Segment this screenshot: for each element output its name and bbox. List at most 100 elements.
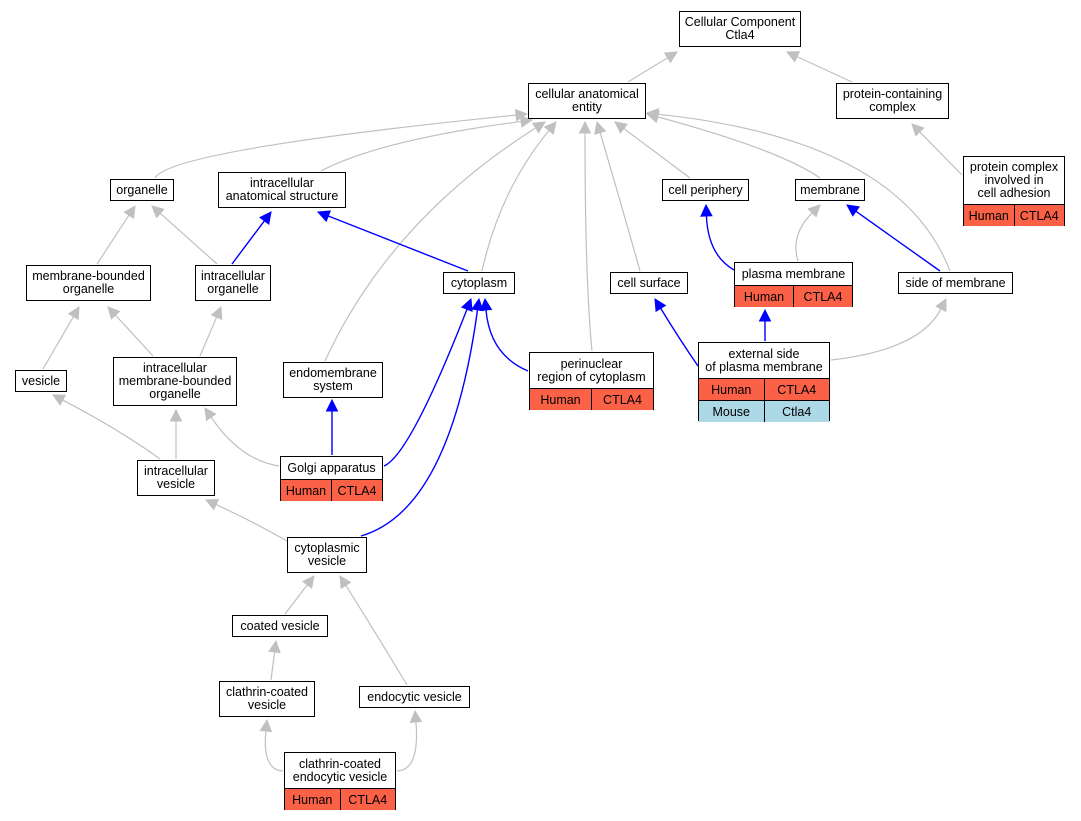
- arrowhead-external-side-plasma-membrane-to-cell-surface: [654, 298, 667, 313]
- arrowhead-intracellular-vesicle-to-intracellular-membrane-bounded-organelle: [169, 408, 183, 422]
- node-label: endocytic vesicle: [367, 689, 462, 704]
- node-label: cell periphery: [668, 182, 743, 197]
- node-intracellular-organelle[interactable]: intracellular organelle: [195, 265, 271, 301]
- node-organelle[interactable]: organelle: [110, 179, 174, 201]
- edge-clathrin-coated-endocytic-vesicle-to-clathrin-coated-vesicle: [264, 730, 284, 772]
- gene-cell: CTLA4: [1013, 205, 1065, 226]
- node-cell-surface[interactable]: cell surface: [610, 272, 688, 294]
- gene-cell: Ctla4: [763, 401, 830, 422]
- node-label: coated vesicle: [240, 618, 320, 633]
- annotation-row-human: Human CTLA4: [964, 204, 1064, 226]
- node-protein-complex-cell-adhesion[interactable]: protein complex involved in cell adhesio…: [963, 156, 1065, 226]
- node-endocytic-vesicle[interactable]: endocytic vesicle: [359, 686, 470, 708]
- gene-cell: CTLA4: [331, 480, 382, 501]
- node-cytoplasm[interactable]: cytoplasm: [443, 272, 515, 294]
- node-label: Cellular Component Ctla4: [684, 15, 796, 42]
- node-protein-containing-complex[interactable]: protein-containing complex: [836, 83, 949, 119]
- edge-endocytic-vesicle-to-cytoplasmic-vesicle: [345, 585, 408, 686]
- arrowhead-cytoplasmic-vesicle-to-cytoplasm: [471, 297, 484, 312]
- node-clathrin-coated-vesicle[interactable]: clathrin-coated vesicle: [219, 681, 315, 717]
- annotation-row-human: Human CTLA4: [285, 788, 395, 810]
- arrowhead-protein-complex-cell-adhesion-to-protein-containing-complex: [911, 123, 925, 137]
- edge-intracellular-organelle-to-intracellular-anatomical-structure: [231, 220, 265, 265]
- edge-cytoplasm-to-cellular-anatomical-entity: [481, 130, 550, 272]
- node-cellular-anatomical-entity[interactable]: cellular anatomical entity: [528, 83, 646, 119]
- gene-cell: CTLA4: [763, 379, 830, 400]
- node-cell-periphery[interactable]: cell periphery: [662, 179, 749, 201]
- arrowhead-cytoplasm-to-intracellular-anatomical-structure: [316, 210, 332, 223]
- node-label: cytoplasmic vesicle: [294, 541, 360, 568]
- node-intracellular-anatomical-structure[interactable]: intracellular anatomical structure: [218, 172, 346, 208]
- node-label: protein complex involved in cell adhesio…: [969, 160, 1059, 200]
- node-side-of-membrane[interactable]: side of membrane: [898, 272, 1013, 294]
- arrowhead-external-side-plasma-membrane-to-side-of-membrane: [935, 298, 947, 313]
- species-cell: Human: [292, 792, 333, 807]
- edge-membrane-to-cellular-anatomical-entity: [657, 116, 821, 179]
- node-endomembrane-system[interactable]: endomembrane system: [283, 362, 383, 398]
- node-label: protein-containing complex: [842, 87, 943, 114]
- arrowhead-intracellular-vesicle-to-vesicle: [52, 394, 67, 406]
- edge-cell-periphery-to-cellular-anatomical-entity: [623, 128, 691, 179]
- node-label: cellular anatomical entity: [535, 87, 639, 114]
- arrowhead-coated-vesicle-to-cytoplasmic-vesicle: [302, 575, 315, 589]
- edge-vesicle-to-membrane-bounded-organelle: [42, 316, 74, 370]
- edge-intracellular-anatomical-structure-to-cellular-anatomical-entity: [320, 120, 522, 172]
- annotation-row-human: Human CTLA4: [530, 388, 653, 410]
- node-label: cytoplasm: [450, 275, 508, 290]
- node-label: intracellular vesicle: [144, 464, 208, 491]
- gene-cell: CTLA4: [793, 286, 852, 307]
- node-label: endomembrane system: [289, 366, 377, 393]
- edge-cytoplasmic-vesicle-to-cytoplasm: [360, 309, 479, 537]
- node-label: perinuclear region of cytoplasm: [537, 356, 646, 384]
- edge-protein-complex-cell-adhesion-to-protein-containing-complex: [919, 131, 963, 176]
- edge-cytoplasm-to-intracellular-anatomical-structure: [327, 215, 469, 272]
- edge-endomembrane-system-to-cellular-anatomical-entity: [324, 127, 537, 362]
- edge-cytoplasmic-vesicle-to-intracellular-vesicle: [215, 504, 288, 542]
- arrowhead-intracellular-membrane-bounded-organelle-to-intracellular-organelle: [210, 305, 223, 321]
- species-cell: Human: [540, 392, 581, 407]
- node-label: clathrin-coated vesicle: [226, 685, 308, 712]
- arrowhead-intracellular-organelle-to-intracellular-anatomical-structure: [259, 211, 272, 225]
- edge-clathrin-coated-endocytic-vesicle-to-endocytic-vesicle: [396, 721, 418, 772]
- arrowhead-intracellular-organelle-to-organelle: [151, 205, 165, 219]
- node-label: membrane: [800, 182, 860, 197]
- arrowhead-vesicle-to-membrane-bounded-organelle: [67, 306, 80, 321]
- arrowhead-protein-containing-complex-to-cellular-component: [785, 51, 801, 63]
- edge-protein-containing-complex-to-cellular-component: [796, 56, 853, 83]
- arrowhead-clathrin-coated-endocytic-vesicle-to-clathrin-coated-vesicle: [259, 718, 273, 733]
- node-label: organelle: [116, 182, 168, 197]
- edge-plasma-membrane-to-cell-periphery: [705, 215, 735, 271]
- arrowhead-intracellular-anatomical-structure-to-cellular-anatomical-entity: [519, 115, 534, 128]
- arrowhead-clathrin-coated-endocytic-vesicle-to-endocytic-vesicle: [409, 709, 423, 723]
- arrowhead-cell-surface-to-cellular-anatomical-entity: [594, 120, 607, 135]
- gene-cell: CTLA4: [591, 389, 653, 410]
- edge-perinuclear-region-to-cellular-anatomical-entity: [584, 132, 593, 352]
- node-membrane[interactable]: membrane: [795, 179, 865, 201]
- arrowhead-cell-periphery-to-cellular-anatomical-entity: [614, 121, 628, 134]
- arrowhead-cytoplasmic-vesicle-to-intracellular-vesicle: [204, 499, 220, 511]
- edge-external-side-plasma-membrane-to-cell-surface: [660, 308, 699, 367]
- node-intracellular-membrane-bounded-organelle[interactable]: intracellular membrane-bounded organelle: [113, 357, 237, 406]
- edge-side-of-membrane-to-membrane: [855, 210, 941, 272]
- arrowhead-intracellular-membrane-bounded-organelle-to-membrane-bounded-organelle: [107, 306, 121, 320]
- node-membrane-bounded-organelle[interactable]: membrane-bounded organelle: [26, 265, 151, 301]
- node-intracellular-vesicle[interactable]: intracellular vesicle: [137, 460, 215, 496]
- node-label: clathrin-coated endocytic vesicle: [292, 756, 388, 784]
- edge-organelle-to-cellular-anatomical-entity: [154, 114, 517, 179]
- gene-cell: CTLA4: [339, 789, 396, 810]
- node-vesicle[interactable]: vesicle: [15, 370, 67, 392]
- node-label: plasma membrane: [741, 266, 846, 281]
- node-cytoplasmic-vesicle[interactable]: cytoplasmic vesicle: [287, 537, 367, 573]
- node-cellular-component[interactable]: Cellular Component Ctla4: [679, 11, 801, 47]
- node-coated-vesicle[interactable]: coated vesicle: [232, 615, 328, 637]
- arrowhead-cytoplasm-to-cellular-anatomical-entity: [543, 121, 557, 135]
- species-cell: Human: [968, 208, 1009, 223]
